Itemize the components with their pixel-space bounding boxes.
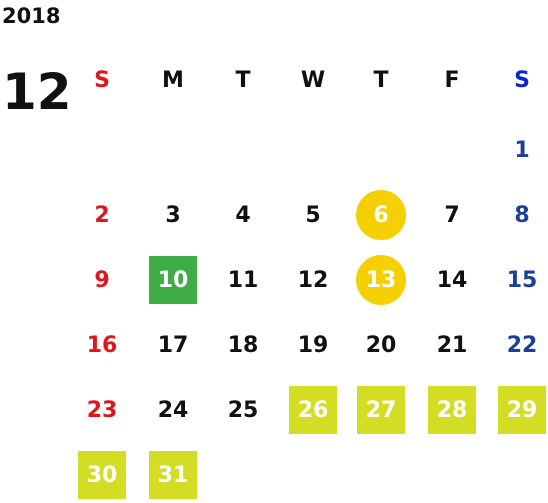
day-cell-23[interactable]: 23 <box>86 397 118 423</box>
day-cell-20[interactable]: 20 <box>365 332 397 358</box>
day-cell-14[interactable]: 14 <box>436 267 468 293</box>
day-cell-26[interactable]: 26 <box>289 386 337 434</box>
day-cell-19[interactable]: 19 <box>297 332 329 358</box>
day-cell-16[interactable]: 16 <box>86 332 118 358</box>
year-label: 2018 <box>2 4 61 28</box>
day-cell-10[interactable]: 10 <box>149 256 197 304</box>
day-cell-27[interactable]: 27 <box>357 386 405 434</box>
day-cell-15[interactable]: 15 <box>506 267 538 293</box>
day-cell-7[interactable]: 7 <box>444 202 460 228</box>
day-cell-4[interactable]: 4 <box>235 202 251 228</box>
weekday-tue: T <box>235 68 251 93</box>
weekday-fri: F <box>444 68 460 93</box>
day-cell-2[interactable]: 2 <box>94 202 110 228</box>
weekday-sat: S <box>514 68 530 93</box>
day-cell-11[interactable]: 11 <box>227 267 259 293</box>
day-cell-21[interactable]: 21 <box>436 332 468 358</box>
day-cell-17[interactable]: 17 <box>157 332 189 358</box>
day-cell-8[interactable]: 8 <box>514 202 530 228</box>
day-cell-6[interactable]: 6 <box>356 190 406 240</box>
day-cell-31[interactable]: 31 <box>149 451 197 499</box>
day-cell-5[interactable]: 5 <box>305 202 321 228</box>
weekday-wed: W <box>300 68 326 93</box>
day-cell-22[interactable]: 22 <box>506 332 538 358</box>
weekday-mon: M <box>162 68 184 93</box>
day-cell-28[interactable]: 28 <box>428 386 476 434</box>
day-cell-13[interactable]: 13 <box>356 255 406 305</box>
day-cell-12[interactable]: 12 <box>297 267 329 293</box>
day-cell-24[interactable]: 24 <box>157 397 189 423</box>
day-cell-25[interactable]: 25 <box>227 397 259 423</box>
weekday-thu: T <box>373 68 389 93</box>
weekday-sun: S <box>94 68 110 93</box>
month-label: 12 <box>2 63 72 121</box>
day-cell-3[interactable]: 3 <box>165 202 181 228</box>
day-cell-29[interactable]: 29 <box>498 386 546 434</box>
day-cell-1[interactable]: 1 <box>514 137 530 163</box>
day-cell-9[interactable]: 9 <box>94 267 110 293</box>
day-cell-30[interactable]: 30 <box>78 451 126 499</box>
day-cell-18[interactable]: 18 <box>227 332 259 358</box>
